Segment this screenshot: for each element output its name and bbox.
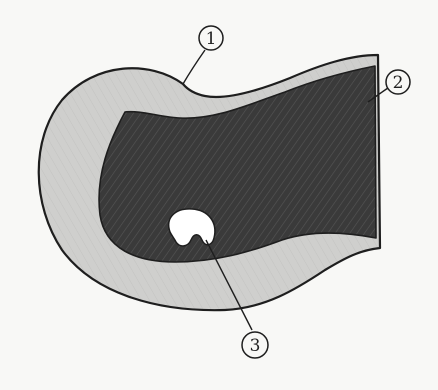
callout-1: 1 [199,26,223,50]
callout-2: 2 [386,70,410,94]
leader-line-1 [183,50,205,84]
callout-3: 3 [242,332,268,358]
callout-2-label: 2 [393,73,404,93]
callout-1-label: 1 [206,29,217,49]
callout-3-label: 3 [250,336,261,356]
